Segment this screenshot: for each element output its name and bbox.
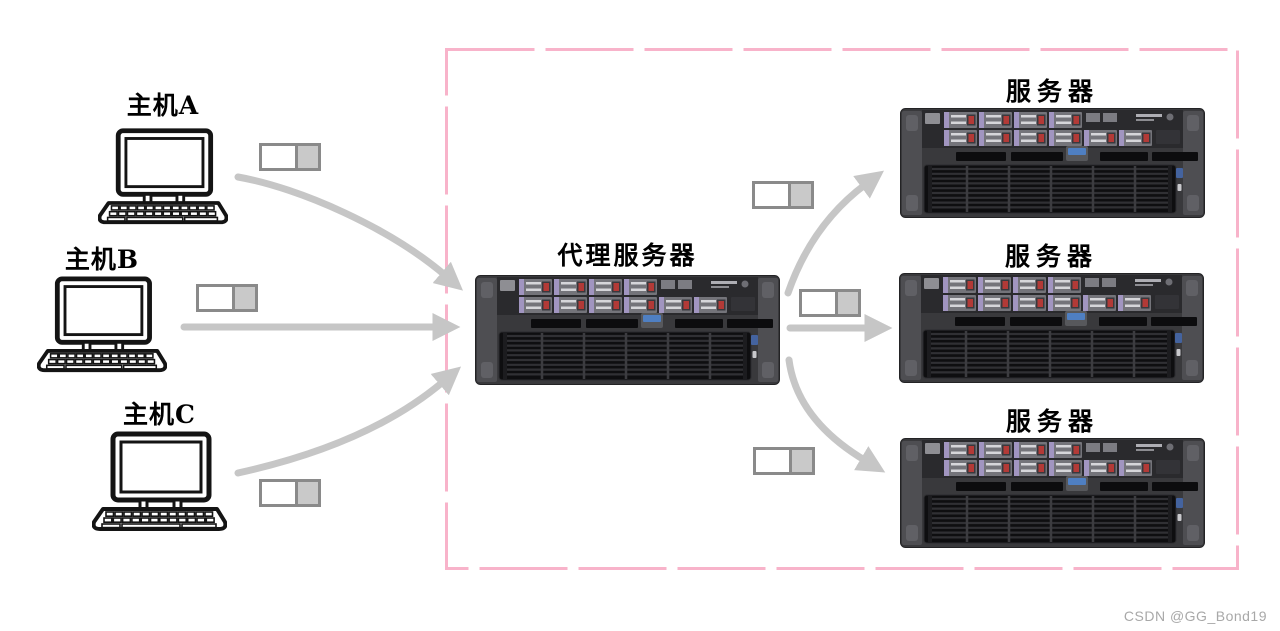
packet-icon [753, 447, 815, 475]
arrow-host-a-to-proxy [234, 173, 464, 291]
laptop-icon [98, 126, 228, 228]
laptop-icon [92, 431, 227, 533]
server-3-label: 服务器 [1005, 407, 1099, 436]
packet-icon [799, 289, 861, 317]
packet-segment-white [756, 450, 789, 472]
arrow-proxy-to-server-3 [785, 356, 886, 473]
arrow-proxy-to-server-1 [784, 170, 884, 297]
packet-segment-white [755, 184, 788, 206]
packet-icon [752, 181, 814, 209]
packet-icon [196, 284, 258, 312]
rack-server-icon [898, 273, 1205, 383]
packet-segment-gray [295, 482, 318, 504]
laptop-icon [37, 276, 167, 374]
packet-segment-white [262, 482, 295, 504]
server-2-label: 服务器 [1004, 242, 1098, 271]
proxy-server: 代理服务器 [475, 242, 780, 386]
host-a: 主机A [98, 92, 228, 228]
server-3: 服务器 [900, 408, 1205, 548]
packet-segment-gray [789, 450, 812, 472]
server-2: 服务器 [898, 243, 1205, 383]
packet-icon [259, 143, 321, 171]
packet-segment-gray [232, 287, 255, 309]
packet-segment-white [802, 292, 835, 314]
watermark: CSDN @GG_Bond19 [1123, 608, 1267, 624]
host-c-label: 主机C [123, 400, 196, 429]
proxy-server-label: 代理服务器 [557, 241, 698, 270]
rack-server-icon [900, 108, 1205, 218]
server-cluster-boundary [445, 48, 1239, 570]
host-c: 主机C [92, 401, 227, 533]
rack-server-icon [900, 438, 1205, 548]
packet-icon [259, 479, 321, 507]
server-1: 服务器 [900, 78, 1205, 218]
packet-segment-white [199, 287, 232, 309]
host-b: 主机B [36, 246, 168, 374]
rack-server-icon [475, 274, 780, 386]
packet-segment-gray [788, 184, 811, 206]
packet-segment-gray [295, 146, 318, 168]
host-a-label: 主机A [126, 91, 200, 120]
arrow-host-c-to-proxy [234, 366, 462, 477]
host-b-label: 主机B [64, 245, 140, 274]
packet-segment-gray [835, 292, 858, 314]
packet-segment-white [262, 146, 295, 168]
server-1-label: 服务器 [1005, 77, 1099, 106]
